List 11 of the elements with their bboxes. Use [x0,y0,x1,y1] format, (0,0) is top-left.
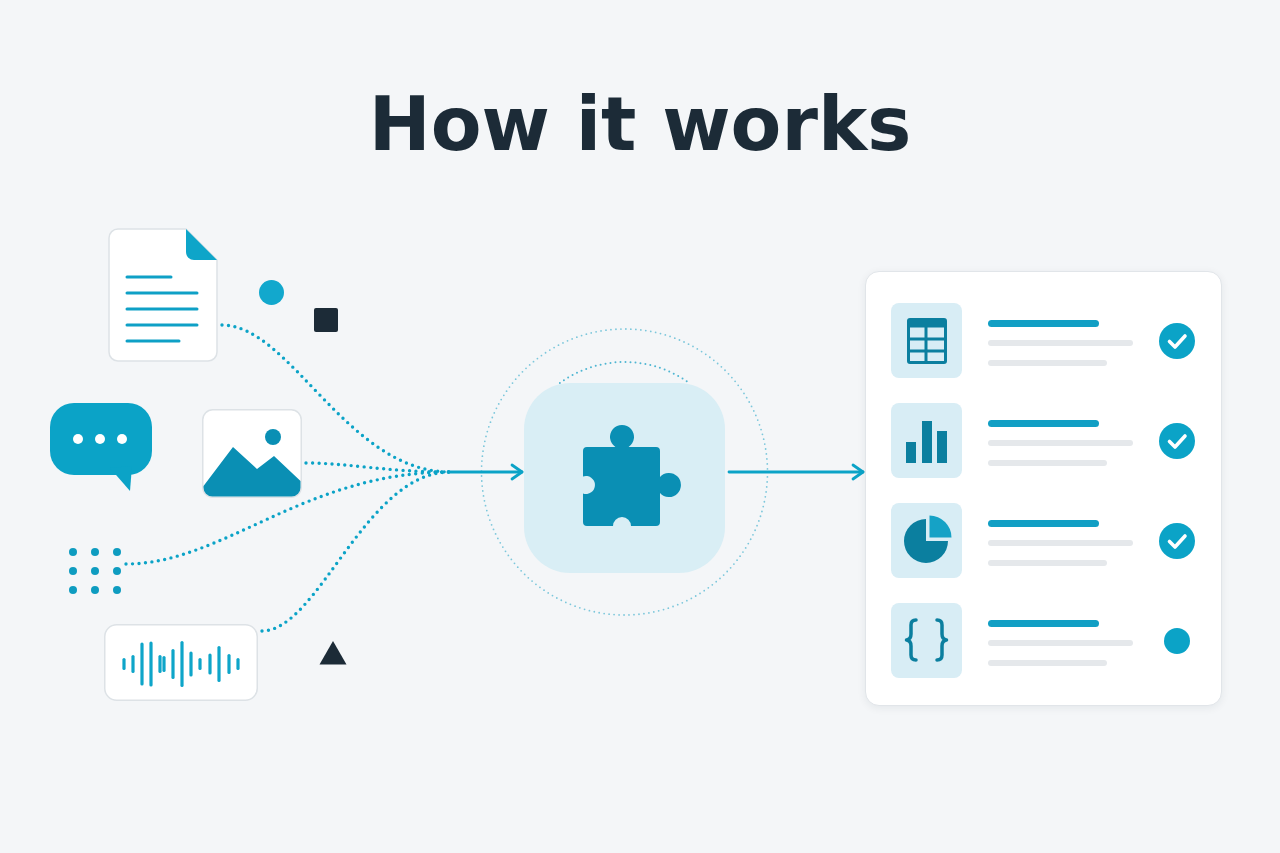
document-icon [108,228,218,362]
arrow [448,463,524,481]
audio-waveform-icon [104,624,258,701]
title: How it works [368,80,912,168]
output-panel [865,271,1222,706]
connector-line [260,470,452,633]
dot-grid-icon [68,547,122,595]
image-icon [202,409,302,498]
arrow [727,463,865,481]
chat-bubble-icon [50,402,152,492]
puzzle-tile [524,383,725,573]
